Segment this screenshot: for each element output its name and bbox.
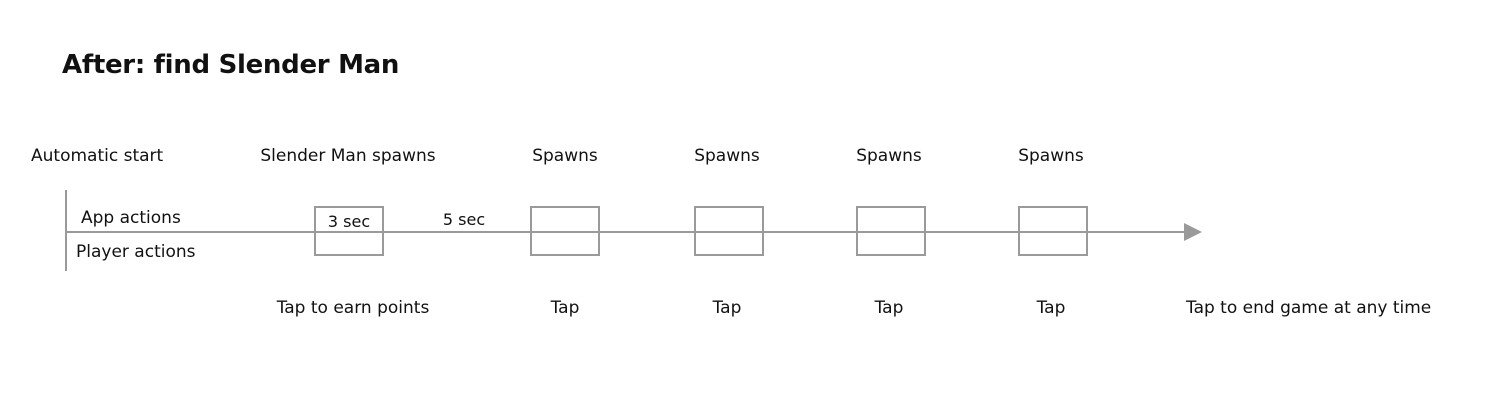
spawn-box-1 [530, 206, 600, 256]
label-tap-to-end-game: Tap to end game at any time [1186, 298, 1432, 318]
label-tap-to-earn-points: Tap to earn points [276, 298, 430, 318]
lane-label-app-actions: App actions [81, 208, 181, 228]
duration-interval: 5 sec [442, 210, 486, 229]
label-spawns-4: Spawns [1018, 146, 1084, 166]
label-spawns-3: Spawns [856, 146, 922, 166]
spawn-box-first [314, 206, 384, 256]
label-tap-3: Tap [874, 298, 904, 318]
label-slender-man-spawns: Slender Man spawns [260, 146, 436, 166]
spawn-box-4 [1018, 206, 1088, 256]
duration-first: 3 sec [327, 212, 371, 231]
lane-label-player-actions: Player actions [76, 242, 196, 262]
spawn-box-3 [856, 206, 926, 256]
label-automatic-start: Automatic start [31, 146, 164, 166]
label-spawns-1: Spawns [532, 146, 598, 166]
label-tap-2: Tap [712, 298, 742, 318]
spawn-box-2 [694, 206, 764, 256]
label-tap-1: Tap [550, 298, 580, 318]
label-spawns-2: Spawns [694, 146, 760, 166]
label-tap-4: Tap [1036, 298, 1066, 318]
timeline-arrowhead [1184, 223, 1202, 241]
diagram-title: After: find Slender Man [62, 50, 400, 80]
